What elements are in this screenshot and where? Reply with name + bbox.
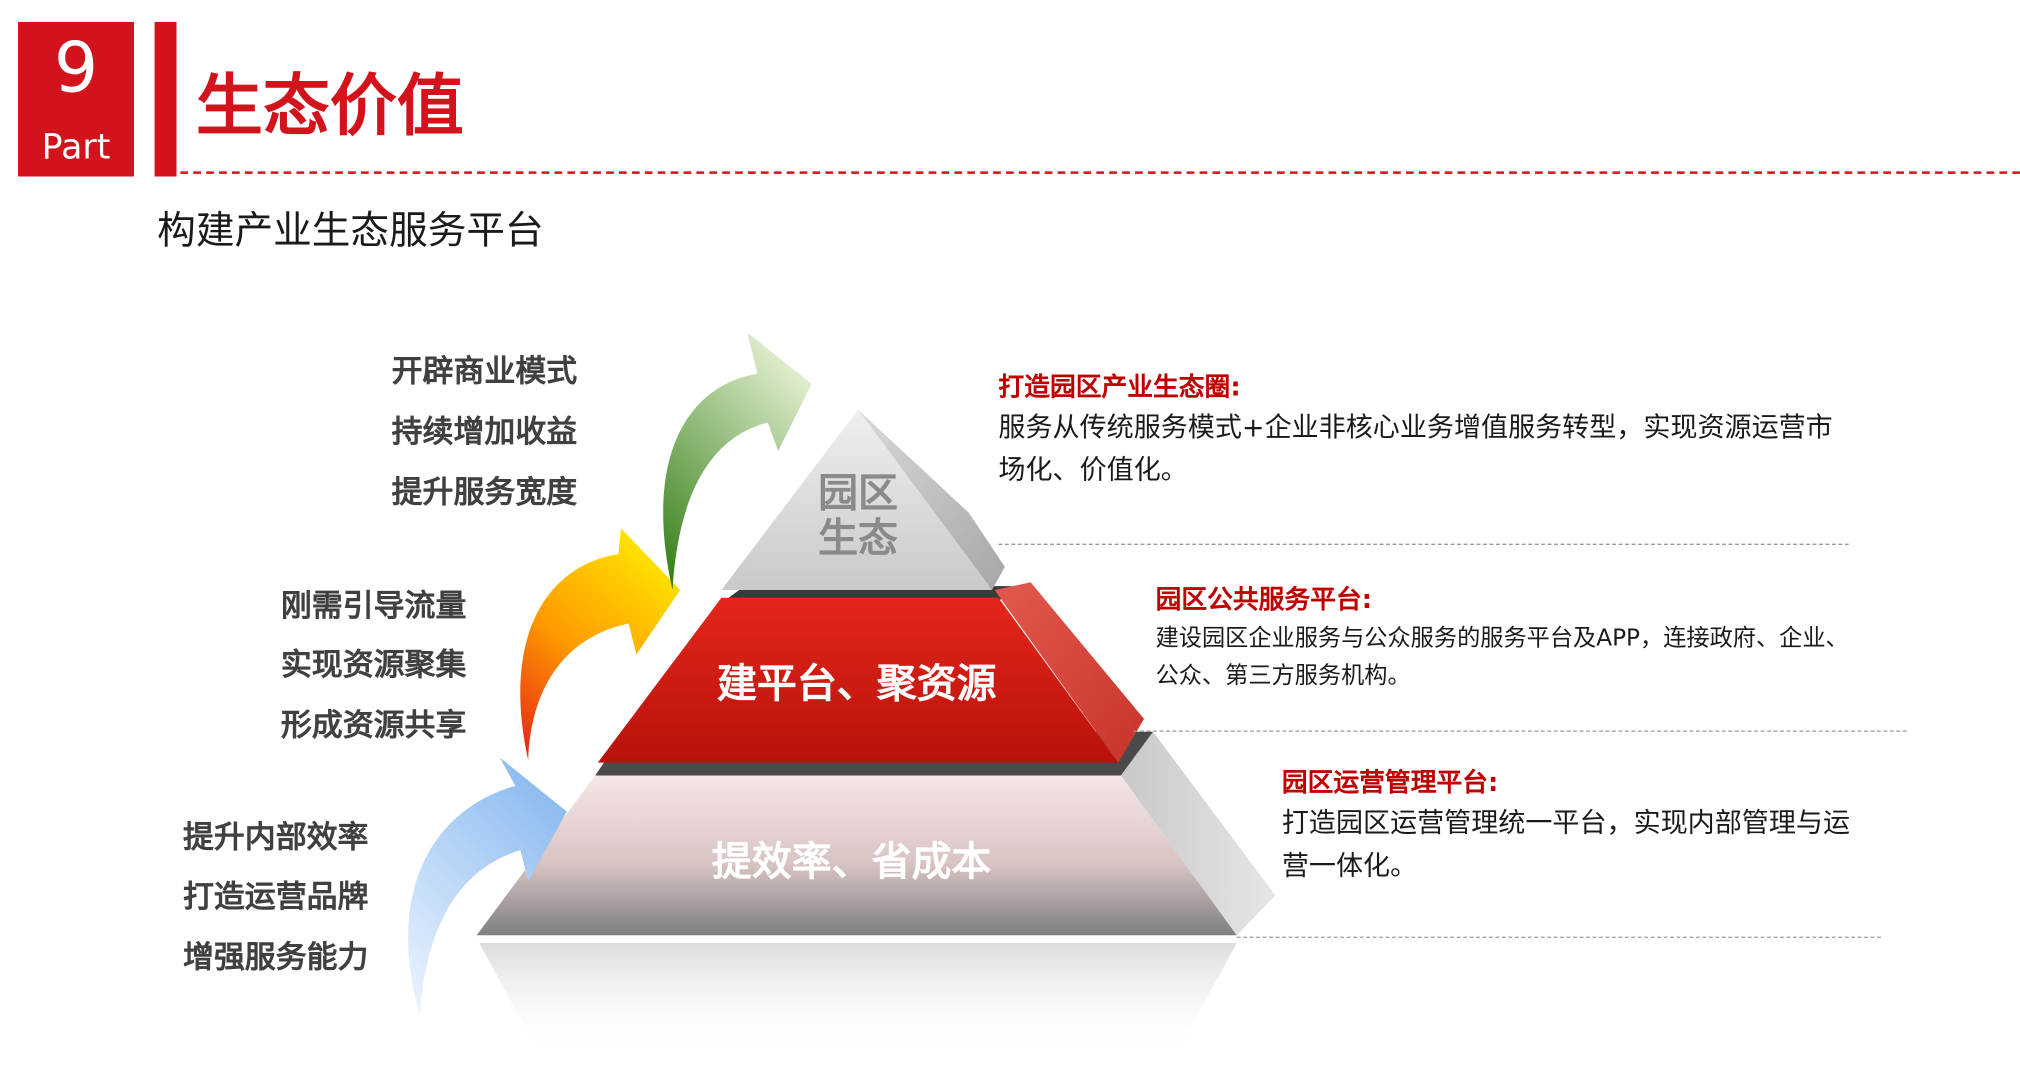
- benefit-middle-2: 实现资源聚集: [280, 646, 467, 683]
- bottom-tier-label: 提效率、省成本: [711, 838, 992, 886]
- arrow-bottom-icon: [408, 757, 567, 1016]
- top-tier-label-line1: 园区: [818, 470, 898, 517]
- desc-top-text: 服务从传统服务模式+企业非核心业务增值服务转型，实现资源运营市场化、价值化。: [998, 412, 1833, 486]
- part-word: Part: [41, 127, 111, 168]
- benefit-top-2: 持续增加收益: [391, 413, 578, 450]
- pyramid-reflection: [479, 943, 1237, 1057]
- bottom-tier-face: [476, 775, 1237, 936]
- middle-tier-label: 建平台、聚资源: [716, 660, 997, 708]
- desc-bottom-text: 打造园区运营管理统一平台，实现内部管理与运营一体化。: [1281, 807, 1850, 882]
- part-number: 9: [53, 27, 99, 109]
- benefit-top-1: 开辟商业模式: [391, 352, 578, 390]
- middle-tier-side: [994, 582, 1145, 763]
- top-tier-label-line2: 生态: [818, 515, 898, 562]
- benefit-bottom-3: 增强服务能力: [182, 939, 369, 976]
- arrow-middle-icon: [520, 528, 681, 761]
- desc-middle-text: 建设园区企业服务与公众服务的服务平台及APP，连接政府、企业、公众、第三方服务机…: [1155, 624, 1849, 690]
- benefit-top-3: 提升服务宽度: [391, 474, 578, 511]
- middle-tier-face: [597, 597, 1119, 763]
- arrow-top-icon: [663, 332, 812, 591]
- title-accent-bar: [154, 21, 177, 177]
- part-badge: 9 Part: [18, 21, 134, 177]
- benefit-middle-3: 形成资源共享: [280, 707, 467, 744]
- desc-middle-title: 园区公共服务平台:: [1155, 583, 1373, 615]
- desc-bottom-title: 园区运营管理平台:: [1281, 766, 1499, 798]
- top-tier-face: [721, 409, 992, 591]
- page-subtitle: 构建产业生态服务平台: [157, 208, 544, 254]
- header-divider: [180, 171, 2020, 174]
- desc-top-title: 打造园区产业生态圈:: [998, 371, 1241, 402]
- desc-middle-divider: [1133, 730, 1907, 732]
- top-tier-side: [858, 409, 1005, 591]
- top-tier-label: 园区 生态: [781, 470, 936, 562]
- desc-top-divider: [998, 543, 1849, 545]
- benefit-middle-1: 刚需引导流量: [280, 587, 467, 624]
- benefit-bottom-1: 提升内部效率: [182, 819, 369, 856]
- benefit-bottom-2: 打造运营品牌: [182, 878, 369, 915]
- bottom-tier-side: [1120, 731, 1276, 936]
- desc-bottom-divider: [1236, 936, 1881, 938]
- page-title: 生态价值: [195, 68, 464, 146]
